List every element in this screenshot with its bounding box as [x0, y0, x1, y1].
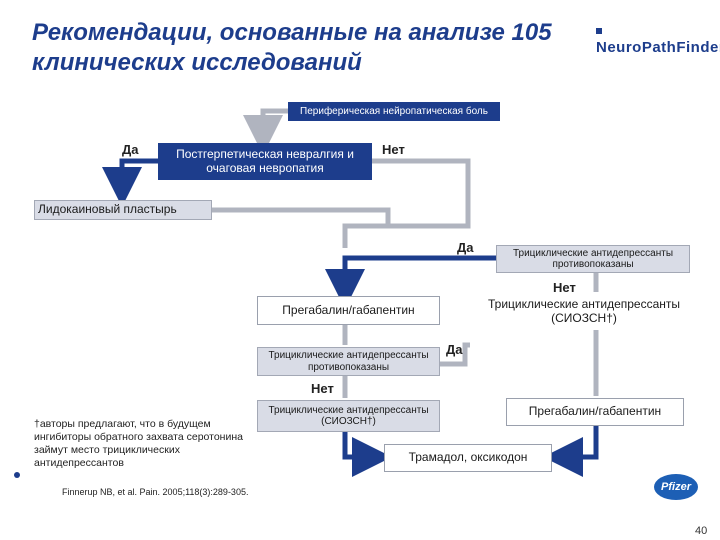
node-tramadol: Трамадол, оксикодон [384, 444, 552, 472]
connector-lidocaine-right [212, 207, 391, 226]
logo-mark-icon [596, 28, 602, 35]
pfizer-logo: Pfizer [654, 474, 698, 500]
label-no-2: Нет [553, 280, 576, 295]
node-lidocaine: Лидокаиновый пластырь [34, 200, 212, 220]
page-number: 40 [695, 525, 708, 537]
node-pregabalin-1: Прегабалин/габапентин [257, 296, 440, 325]
node-peripheral-pain: Периферическая нейропатическая боль [288, 102, 500, 121]
footnote: †авторы предлагают, что в будущем ингиби… [34, 418, 243, 469]
connector-snri2-tramadol [342, 432, 392, 477]
node-tca-contra-2: Трициклические антидепрессанты противопо… [257, 347, 440, 376]
page-title: Рекомендации, основанные на анализе 105 … [32, 19, 552, 76]
label-no-3: Нет [311, 381, 334, 396]
connector-yes-left [325, 255, 496, 309]
logo-text: NeuroPathFinder [596, 39, 720, 56]
neuropathfinder-logo: NeuroPathFinder [596, 22, 720, 56]
label-yes-1: Да [122, 142, 139, 157]
label-yes-2: Да [457, 240, 474, 255]
node-pregabalin-2: Прегабалин/габапентин [506, 398, 684, 426]
label-no-1: Нет [382, 142, 405, 157]
node-tca-contra-1: Трициклические антидепрессанты противопо… [496, 245, 690, 273]
reference: Finnerup NB, et al. Pain. 2005;118(3):28… [62, 487, 249, 497]
connector-yes-right [440, 342, 470, 367]
connector-pain-to-postherpetic [243, 108, 288, 155]
connector-preg2-tramadol [543, 426, 599, 477]
bullet-dot-icon [14, 472, 20, 478]
connector-no-down [342, 158, 471, 248]
node-postherpetic: Постгерпетическая невралгия и очаговая н… [158, 143, 372, 180]
label-yes-3: Да [446, 342, 463, 357]
node-tca-snri-1: Трициклические антидепрессанты (СИОЗСН†) [470, 294, 698, 330]
node-tca-snri-2: Трициклические антидепрессанты (СИОЗСН†) [257, 400, 440, 432]
connector-yes-lidocaine [102, 158, 158, 207]
